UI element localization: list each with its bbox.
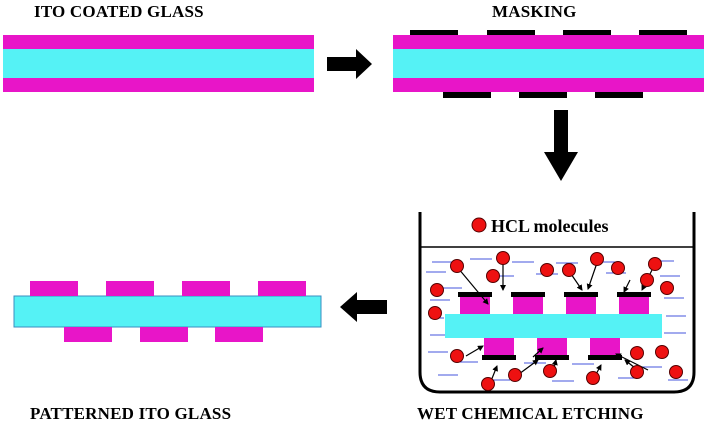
mask-bottom	[535, 355, 569, 360]
mask-top	[487, 30, 535, 35]
ito-pad	[537, 338, 567, 355]
ito-pad	[258, 281, 306, 296]
ito-pads-top	[458, 292, 651, 314]
step3-title: WET CHEMICAL ETCHING	[417, 404, 644, 423]
glass-substrate	[445, 314, 662, 338]
ito-coated-glass	[3, 35, 314, 92]
red-circle-icon	[481, 377, 495, 391]
ito-pad	[619, 297, 649, 314]
ito-layer-top	[393, 35, 704, 49]
ito-layer-top	[3, 35, 314, 49]
mask-bottom	[482, 355, 516, 360]
ito-pad	[460, 297, 490, 314]
masked-ito-glass	[393, 30, 704, 98]
ito-pads-bottom	[482, 338, 622, 360]
red-circle-icon	[430, 283, 444, 297]
mask-top	[563, 30, 611, 35]
attack-arrow	[518, 359, 539, 375]
mask-top	[617, 292, 651, 297]
legend-label: HCL molecules	[491, 216, 609, 236]
attack-arrow	[623, 279, 631, 293]
red-circle-icon	[508, 368, 522, 382]
red-circle-icon	[540, 263, 554, 277]
ito-pad	[64, 327, 112, 342]
beaker	[418, 212, 696, 394]
mask-top	[639, 30, 687, 35]
ito-layer-bottom	[393, 78, 704, 92]
red-circle-icon	[655, 345, 669, 359]
arrow-down-icon	[544, 110, 578, 181]
red-circle-icon	[660, 281, 674, 295]
hcl-molecules	[428, 251, 683, 391]
step1-title: ITO COATED GLASS	[34, 2, 204, 21]
red-circle-icon	[669, 365, 683, 379]
mask-bottom	[519, 92, 567, 98]
mask-bottom	[588, 355, 622, 360]
red-circle-icon	[640, 273, 654, 287]
red-circle-icon	[562, 263, 576, 277]
red-circle-icon	[486, 269, 500, 283]
ito-pad	[590, 338, 620, 355]
step2-title: MASKING	[492, 2, 577, 21]
attack-arrow	[532, 347, 544, 358]
red-circle-icon	[471, 217, 487, 233]
red-circle-icon	[590, 252, 604, 266]
step4-title: PATTERNED ITO GLASS	[30, 404, 232, 423]
ito-pad	[215, 327, 263, 342]
ito-pad	[513, 297, 543, 314]
red-circle-icon	[630, 346, 644, 360]
ito-pad	[30, 281, 78, 296]
mask-top	[564, 292, 598, 297]
mask-top	[410, 30, 458, 35]
arrow-right-icon	[327, 49, 372, 79]
attack-arrow	[457, 267, 489, 305]
mask-top	[458, 292, 492, 297]
ito-pad	[182, 281, 230, 296]
attack-arrow	[615, 353, 649, 371]
attack-arrow	[465, 345, 484, 357]
red-circle-icon	[450, 259, 464, 273]
mask-top	[511, 292, 545, 297]
ito-pad	[106, 281, 154, 296]
glass-substrate	[3, 49, 314, 78]
ito-pad	[484, 338, 514, 355]
patterned-ito-glass	[13, 281, 322, 342]
mask-bottom	[443, 92, 491, 98]
red-circle-icon	[496, 251, 510, 265]
ito-pad	[566, 297, 596, 314]
glass-substrate	[13, 295, 322, 328]
arrow-left-icon	[340, 292, 387, 322]
red-circle-icon	[428, 306, 442, 320]
glass-substrate	[393, 49, 704, 78]
red-circle-icon	[611, 261, 625, 275]
red-circle-icon	[586, 371, 600, 385]
red-circle-icon	[543, 364, 557, 378]
etching-bath: HCL molecules	[418, 212, 696, 394]
red-circle-icon	[648, 257, 662, 271]
red-circle-icon	[450, 349, 464, 363]
ito-pad	[140, 327, 188, 342]
ito-layer-bottom	[3, 78, 314, 92]
mask-bottom	[595, 92, 643, 98]
red-circle-icon	[630, 365, 644, 379]
